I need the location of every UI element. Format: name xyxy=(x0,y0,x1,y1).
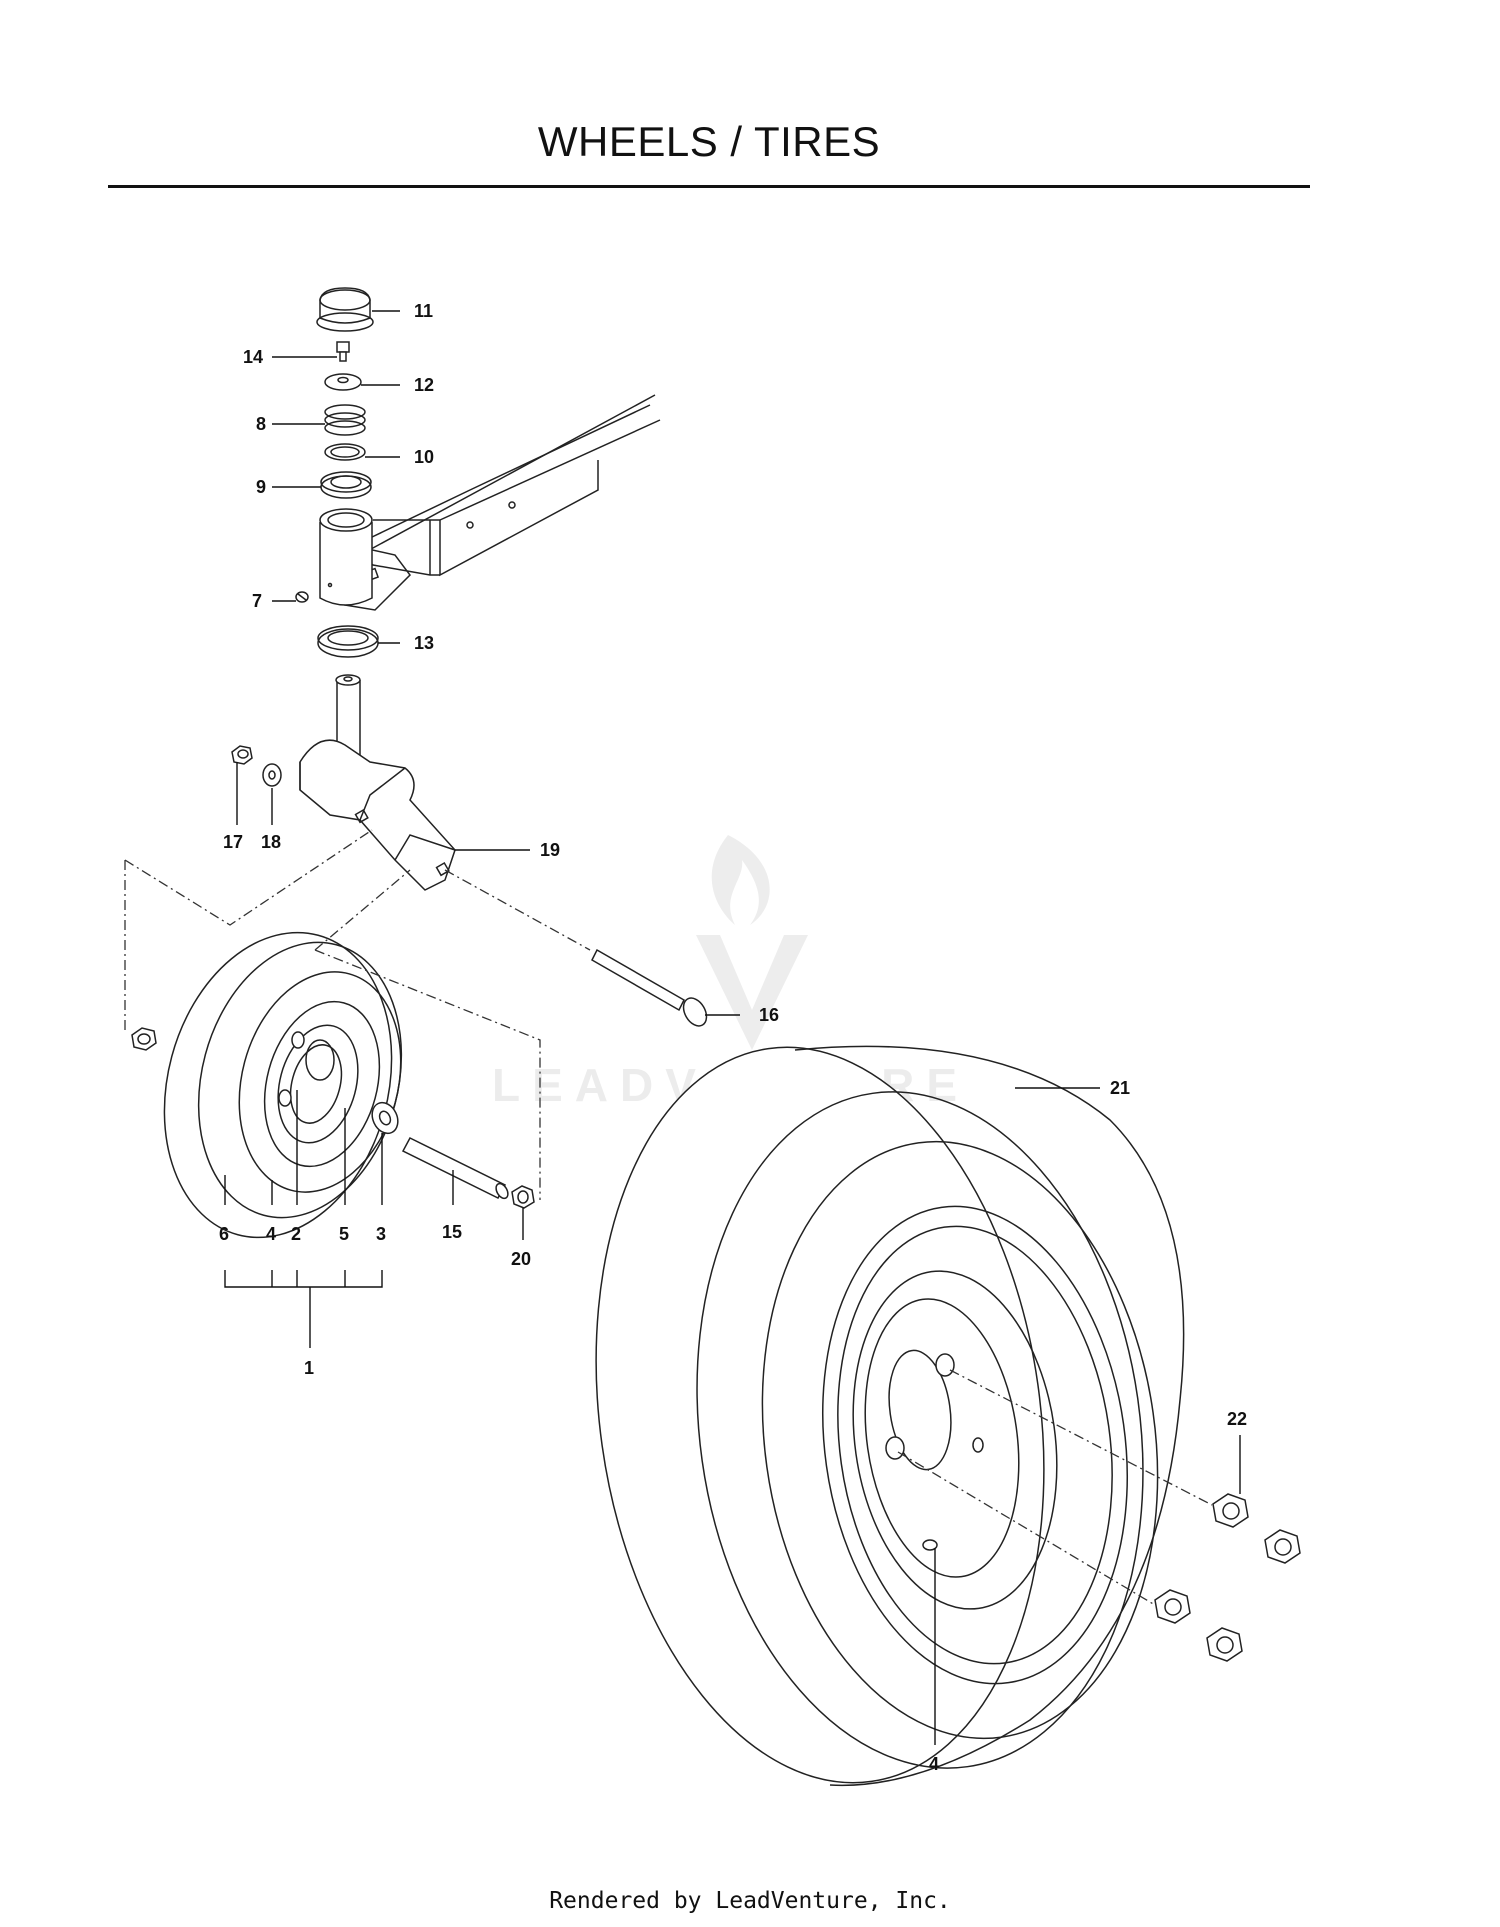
callout-3: 3 xyxy=(376,1224,386,1244)
part-axle-15 xyxy=(401,1137,509,1200)
callout-13: 13 xyxy=(414,633,434,653)
part-caster-tube xyxy=(319,508,373,606)
assembly-line-lug-upper xyxy=(949,1369,1213,1506)
callout-18: 18 xyxy=(261,832,281,852)
callout-14: 14 xyxy=(243,347,263,367)
page-title: WHEELS / TIRES xyxy=(537,118,881,165)
callout-7: 7 xyxy=(252,591,262,611)
callout-4-tire: 4 xyxy=(929,1754,939,1774)
callout-9: 9 xyxy=(256,477,266,497)
callout-17: 17 xyxy=(223,832,243,852)
part-nut-20 xyxy=(511,1185,535,1209)
footer-credit: Rendered by LeadVenture, Inc. xyxy=(549,1888,951,1914)
assembly-line-right xyxy=(314,869,541,1200)
callout-4: 4 xyxy=(266,1224,276,1244)
assembly-line-left xyxy=(124,829,373,1030)
leader-lines xyxy=(224,310,1241,1745)
part-set-screw xyxy=(295,591,309,603)
callout-22: 22 xyxy=(1227,1409,1247,1429)
assembly-line-bolt xyxy=(444,869,591,951)
part-caster-fork xyxy=(299,674,456,891)
callout-1: 1 xyxy=(304,1358,314,1378)
title-rule xyxy=(108,185,1310,188)
callout-5: 5 xyxy=(339,1224,349,1244)
part-spring-ring xyxy=(324,404,366,436)
part-drive-tire xyxy=(595,1045,1185,1787)
callout-16: 16 xyxy=(759,1005,779,1025)
part-ring-10 xyxy=(324,443,366,461)
part-bolt-16 xyxy=(591,948,708,1027)
part-bearing-9 xyxy=(320,471,372,499)
part-bearing-13 xyxy=(317,625,379,658)
callout-20: 20 xyxy=(511,1249,531,1269)
callout-8: 8 xyxy=(256,414,266,434)
part-nut-17 xyxy=(231,745,253,765)
callout-11: 11 xyxy=(414,301,433,321)
part-grease-fitting xyxy=(336,341,350,362)
callout-15: 15 xyxy=(442,1222,462,1242)
part-washer-12 xyxy=(324,373,362,391)
callout-6: 6 xyxy=(219,1224,229,1244)
part-spacer-3 xyxy=(371,1101,399,1135)
watermark-logo xyxy=(696,835,808,1050)
callout-12: 12 xyxy=(414,375,434,395)
part-caster-wheel xyxy=(163,931,403,1239)
part-lug-nuts xyxy=(1154,1493,1301,1662)
callout-10: 10 xyxy=(414,447,434,467)
assembly-line-lug-lower xyxy=(897,1451,1156,1606)
callout-2: 2 xyxy=(291,1224,301,1244)
callout-19: 19 xyxy=(540,840,560,860)
frame-arm xyxy=(344,394,661,611)
callout-21: 21 xyxy=(1110,1078,1130,1098)
part-nut-left xyxy=(131,1027,157,1051)
part-washer-18 xyxy=(262,763,282,787)
part-dust-cap xyxy=(316,287,374,332)
